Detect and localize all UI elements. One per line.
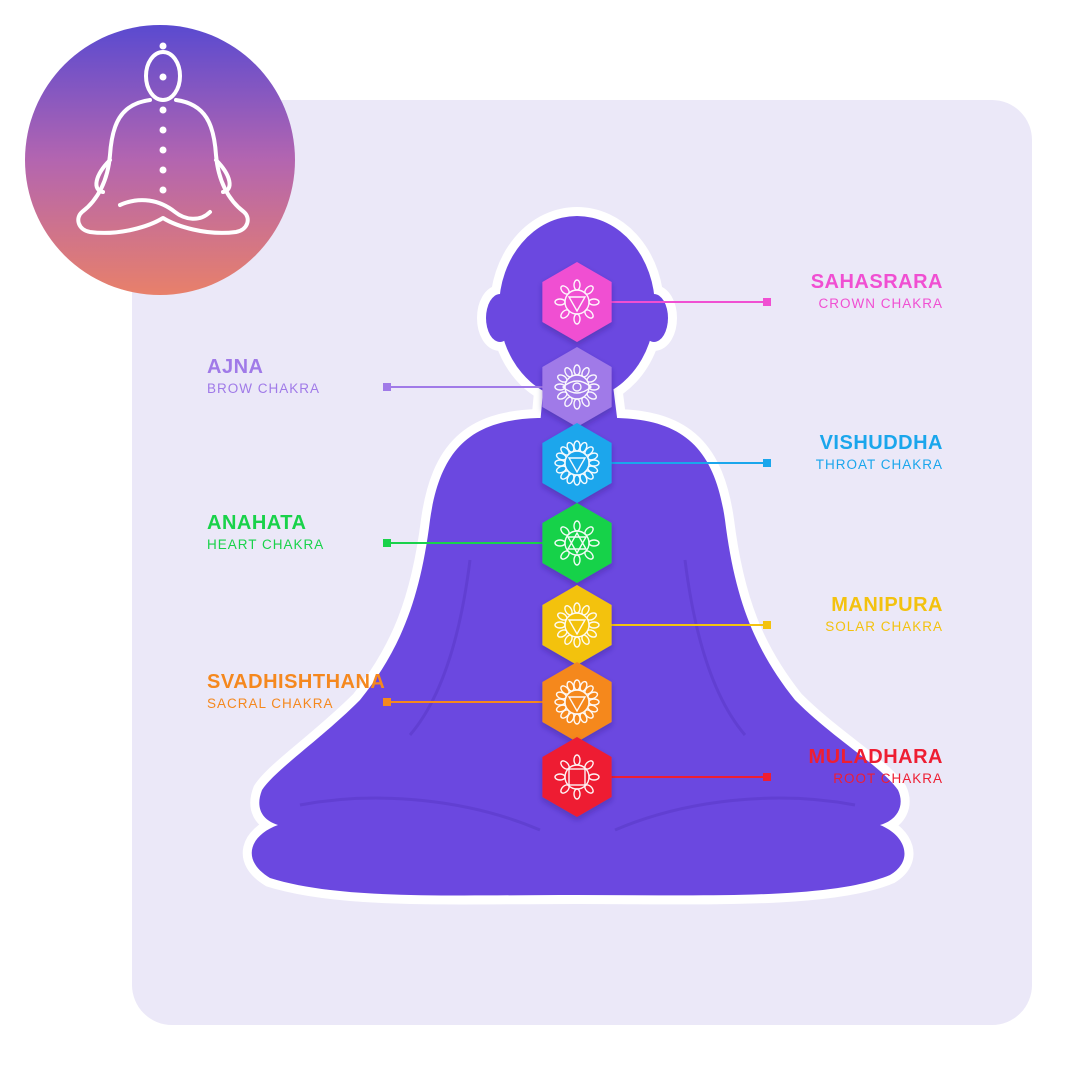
chakra-name: SVADHISHTHANA xyxy=(207,671,386,693)
chakra-subtitle: BROW CHAKRA xyxy=(207,381,321,396)
square-lotus-icon xyxy=(554,754,600,800)
chakra-label-svadhishthana: SVADHISHTHANA SACRAL CHAKRA xyxy=(207,672,385,711)
connector-end-muladhara xyxy=(763,773,771,781)
connector-end-manipura xyxy=(763,621,771,629)
connector-end-anahata xyxy=(383,539,391,547)
third-eye-icon xyxy=(554,364,600,410)
crescent-lotus-icon xyxy=(554,679,600,725)
chakra-label-ajna: AJNA BROW CHAKRA xyxy=(207,357,320,396)
chakra-node-manipura xyxy=(542,585,612,665)
hexagram-lotus-icon xyxy=(554,520,600,566)
chakra-name: MANIPURA xyxy=(831,594,943,616)
chakra-name: SAHASRARA xyxy=(810,271,943,293)
sixteen-petal-lotus-icon xyxy=(554,440,600,486)
chakra-name: VISHUDDHA xyxy=(819,432,943,454)
chakra-node-anahata xyxy=(542,503,612,583)
connector-end-svadhishthana xyxy=(383,698,391,706)
chakra-subtitle: ROOT CHAKRA xyxy=(833,771,943,786)
chakra-node-svadhishthana xyxy=(542,662,612,742)
chakra-name: AJNA xyxy=(207,356,264,378)
chakra-node-ajna xyxy=(542,347,612,427)
thousand-petal-lotus-icon xyxy=(554,279,600,325)
chakra-subtitle: THROAT CHAKRA xyxy=(815,457,943,472)
chakra-name: MULADHARA xyxy=(808,746,943,768)
chakra-subtitle: HEART CHAKRA xyxy=(207,537,325,552)
chakra-node-sahasrara xyxy=(542,262,612,342)
chakra-subtitle: CROWN CHAKRA xyxy=(818,296,943,311)
chakra-dots-icon xyxy=(159,42,167,194)
connector-end-sahasrara xyxy=(763,298,771,306)
triangle-lotus-icon xyxy=(554,602,600,648)
connector-end-vishuddha xyxy=(763,459,771,467)
chakra-name: ANAHATA xyxy=(207,512,307,534)
chakra-nodes xyxy=(542,262,612,817)
chakra-subtitle: SOLAR CHAKRA xyxy=(825,619,943,634)
chakra-label-sahasrara: SAHASRARA CROWN CHAKRA xyxy=(811,272,943,311)
chakra-subtitle: SACRAL CHAKRA xyxy=(207,696,334,711)
chakra-node-vishuddha xyxy=(542,423,612,503)
chakra-label-anahata: ANAHATA HEART CHAKRA xyxy=(207,513,324,552)
meditating-person-icon xyxy=(76,50,250,235)
connector-end-ajna xyxy=(383,383,391,391)
chakra-label-manipura: MANIPURA SOLAR CHAKRA xyxy=(825,595,943,634)
chakra-label-muladhara: MULADHARA ROOT CHAKRA xyxy=(809,747,943,786)
logo-badge xyxy=(25,25,295,295)
chakra-node-muladhara xyxy=(542,737,612,817)
chakra-label-vishuddha: VISHUDDHA THROAT CHAKRA xyxy=(816,433,943,472)
